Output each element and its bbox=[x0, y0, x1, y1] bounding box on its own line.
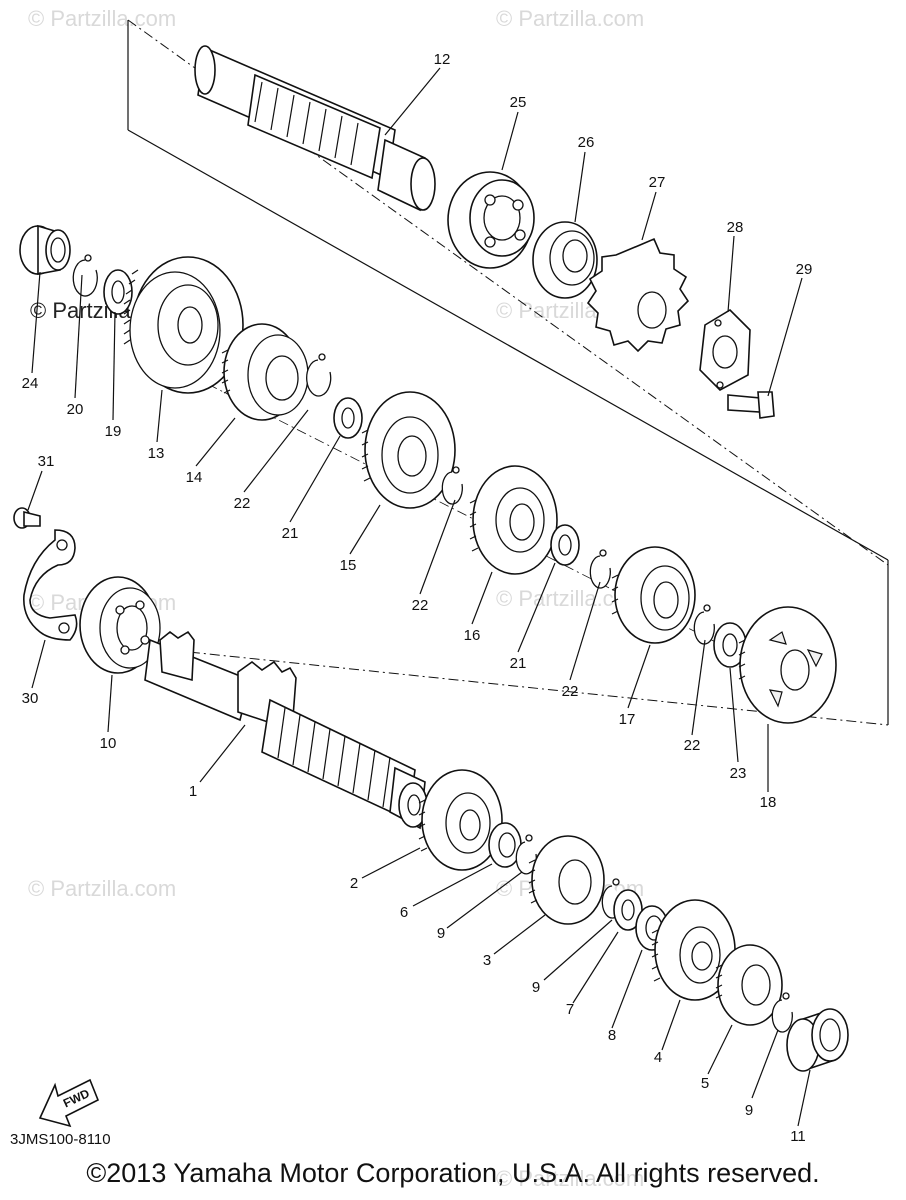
callout-1[interactable]: 1 bbox=[189, 783, 197, 800]
diagram-code: 3JMS100-8110 bbox=[10, 1131, 111, 1148]
washer-23[interactable] bbox=[713, 622, 747, 668]
callout-25[interactable]: 25 bbox=[510, 94, 527, 111]
gear-17[interactable] bbox=[611, 546, 696, 644]
callout-20[interactable]: 20 bbox=[67, 401, 84, 418]
collar-6[interactable] bbox=[488, 822, 522, 868]
callout-9[interactable]: 9 bbox=[745, 1102, 753, 1119]
callout-16[interactable]: 16 bbox=[464, 627, 481, 644]
bearing-10[interactable] bbox=[79, 576, 161, 674]
circlip-22[interactable] bbox=[693, 604, 715, 645]
washer-21[interactable] bbox=[333, 397, 363, 439]
washer-19[interactable] bbox=[103, 269, 133, 315]
gear-16[interactable] bbox=[469, 465, 558, 575]
callout-23[interactable]: 23 bbox=[730, 765, 747, 782]
watermark: © Partzilla.com bbox=[28, 876, 177, 901]
callout-numbers: 12 25 26 27 28 29 24 20 19 13 14 22 21 1… bbox=[22, 51, 813, 1145]
callout-9[interactable]: 9 bbox=[437, 925, 445, 942]
callout-27[interactable]: 27 bbox=[649, 174, 666, 191]
circlip-20[interactable] bbox=[72, 254, 98, 297]
forward-arrow-icon: FWD bbox=[38, 1078, 100, 1128]
callout-30[interactable]: 30 bbox=[22, 690, 39, 707]
callout-10[interactable]: 10 bbox=[100, 735, 117, 752]
callout-24[interactable]: 24 bbox=[22, 375, 39, 392]
bolt-29[interactable] bbox=[727, 391, 775, 419]
watermark: © Partzilla.com bbox=[28, 6, 177, 31]
callout-22[interactable]: 22 bbox=[684, 737, 701, 754]
callout-2[interactable]: 2 bbox=[350, 875, 358, 892]
callout-14[interactable]: 14 bbox=[186, 469, 203, 486]
callout-29[interactable]: 29 bbox=[796, 261, 813, 278]
oil-seal-26[interactable] bbox=[532, 221, 598, 299]
callout-26[interactable]: 26 bbox=[578, 134, 595, 151]
bearing-11[interactable] bbox=[786, 1008, 849, 1072]
leader-lines bbox=[27, 67, 811, 1127]
lock-washer-28[interactable] bbox=[699, 308, 751, 391]
copyright-notice: ©2013 Yamaha Motor Corporation, U.S.A. A… bbox=[86, 1158, 820, 1188]
gear-14[interactable] bbox=[221, 323, 309, 421]
watermark: © Partzilla.com bbox=[496, 6, 645, 31]
callout-12[interactable]: 12 bbox=[434, 51, 451, 68]
callout-6[interactable]: 6 bbox=[400, 904, 408, 921]
callout-13[interactable]: 13 bbox=[148, 445, 165, 462]
circlip-9[interactable] bbox=[771, 992, 793, 1033]
gear-2[interactable] bbox=[418, 769, 503, 871]
callout-22[interactable]: 22 bbox=[412, 597, 429, 614]
callout-19[interactable]: 19 bbox=[105, 423, 122, 440]
gear-15[interactable] bbox=[361, 391, 456, 509]
gear-3[interactable] bbox=[528, 835, 605, 925]
gear-18[interactable] bbox=[738, 606, 837, 724]
callout-22[interactable]: 22 bbox=[562, 683, 579, 700]
callout-3[interactable]: 3 bbox=[483, 952, 491, 969]
drive-axle-1[interactable] bbox=[144, 630, 428, 830]
drive-sprocket-27[interactable] bbox=[586, 237, 690, 353]
bearing-25[interactable] bbox=[447, 171, 535, 269]
callout-11[interactable]: 11 bbox=[790, 1128, 806, 1145]
main-axle[interactable] bbox=[194, 45, 436, 212]
callout-17[interactable]: 17 bbox=[619, 711, 636, 728]
gear-13[interactable] bbox=[123, 256, 244, 394]
washer-21[interactable] bbox=[550, 524, 580, 566]
circlip-22[interactable] bbox=[306, 353, 332, 397]
circlip-22[interactable] bbox=[589, 549, 611, 589]
callout-5[interactable]: 5 bbox=[701, 1075, 709, 1092]
washer-7[interactable] bbox=[613, 889, 643, 931]
callout-21[interactable]: 21 bbox=[510, 655, 527, 672]
callout-21[interactable]: 21 bbox=[282, 525, 299, 542]
callout-18[interactable]: 18 bbox=[760, 794, 777, 811]
callout-8[interactable]: 8 bbox=[608, 1027, 616, 1044]
bearing-24[interactable] bbox=[19, 224, 71, 275]
gear-5[interactable] bbox=[715, 944, 783, 1026]
watermark: © Partzilla.com bbox=[496, 1166, 645, 1191]
circlip-22[interactable] bbox=[441, 466, 463, 505]
gear-4[interactable] bbox=[651, 899, 736, 1001]
bracket-30[interactable] bbox=[23, 529, 78, 641]
callout-4[interactable]: 4 bbox=[654, 1049, 662, 1066]
callout-31[interactable]: 31 bbox=[38, 453, 55, 470]
callout-9[interactable]: 9 bbox=[532, 979, 540, 996]
callout-28[interactable]: 28 bbox=[727, 219, 744, 236]
callout-7[interactable]: 7 bbox=[566, 1001, 574, 1018]
screw-31[interactable] bbox=[13, 507, 41, 529]
callout-15[interactable]: 15 bbox=[340, 557, 357, 574]
callout-22[interactable]: 22 bbox=[234, 495, 251, 512]
